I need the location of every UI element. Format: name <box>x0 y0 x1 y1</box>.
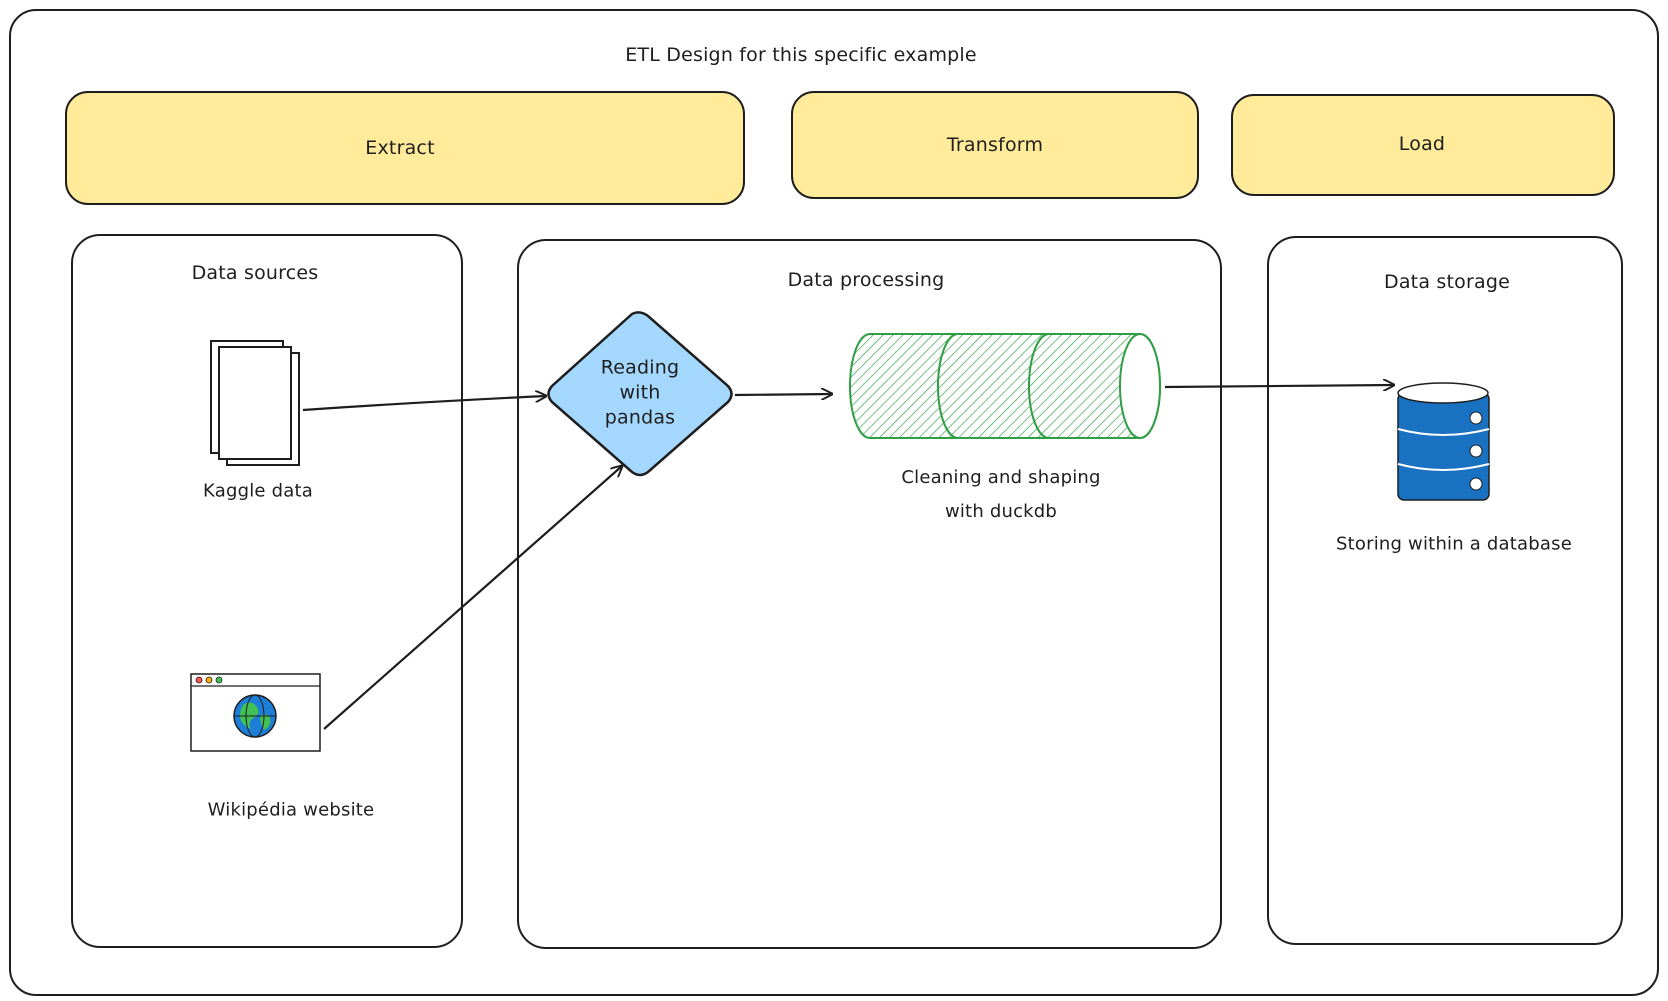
diagram-title: ETL Design for this specific example <box>625 44 977 66</box>
data-sources-panel <box>71 234 463 948</box>
pandas-diamond <box>547 311 733 477</box>
outer-frame <box>9 9 1659 996</box>
pandas-node-label: Reading with pandas <box>580 356 700 431</box>
transform-phase-label: Transform <box>946 134 1044 156</box>
duckdb-label-line-2: with duckdb <box>944 501 1058 522</box>
data-processing-panel <box>517 239 1222 949</box>
database-node-label: Storing within a database <box>1336 533 1572 555</box>
arrow-pandas-to-duckdb <box>734 394 832 395</box>
kaggle-data-label: Kaggle data <box>203 480 313 502</box>
duckdb-cylinder <box>849 333 1161 439</box>
data-storage-panel <box>1267 236 1623 945</box>
wikipedia-website-label: Wikipédia website <box>207 799 375 821</box>
pandas-label-line-3: pandas <box>604 406 676 429</box>
data-storage-title: Data storage <box>1384 271 1510 293</box>
duckdb-node-label: Cleaning and shaping with duckdb <box>901 461 1100 529</box>
data-processing-title: Data processing <box>787 269 945 291</box>
extract-phase-label: Extract <box>365 137 435 159</box>
load-phase-label: Load <box>1398 133 1446 155</box>
arrow-duckdb-to-database <box>1164 385 1394 387</box>
database-icon <box>1397 382 1490 501</box>
pandas-label-line-2: with <box>619 381 661 404</box>
data-sources-title: Data sources <box>191 262 319 284</box>
arrow-wikipedia-to-pandas <box>323 466 622 730</box>
duckdb-label-line-1: Cleaning and shaping <box>901 467 1101 488</box>
load-phase-box <box>1231 94 1615 196</box>
extract-phase-box <box>65 91 745 205</box>
arrow-kaggle-to-pandas <box>302 396 546 412</box>
document-icon <box>210 340 300 466</box>
browser-globe-icon <box>190 673 321 752</box>
transform-phase-box <box>791 91 1199 199</box>
pandas-label-line-1: Reading <box>600 356 680 379</box>
